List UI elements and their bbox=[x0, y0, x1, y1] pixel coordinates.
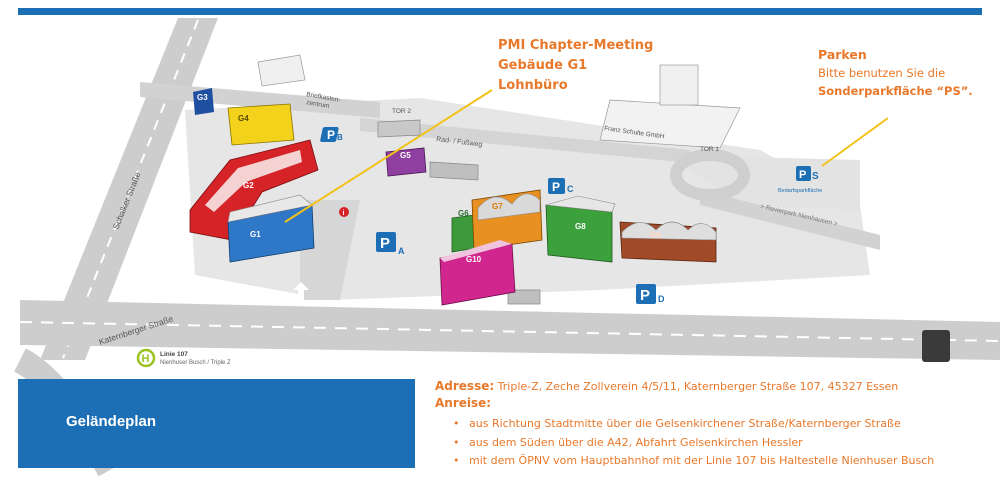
building-label-g7: G7 bbox=[492, 202, 503, 211]
list-item: •aus dem Süden über die A42, Abfahrt Gel… bbox=[453, 434, 934, 453]
parking-sign-d[interactable]: P D bbox=[636, 284, 665, 304]
building-label-g4: G4 bbox=[238, 114, 249, 123]
ground-area-east bbox=[670, 155, 860, 210]
address-text: Triple-Z, Zeche Zollverein 4/5/11, Kater… bbox=[497, 380, 899, 393]
building-label-g10: G10 bbox=[466, 255, 482, 264]
building-storage-b bbox=[377, 119, 421, 138]
building-g7-roof bbox=[477, 193, 541, 221]
building-g8 bbox=[545, 204, 613, 263]
tunnel bbox=[922, 330, 950, 362]
anreise-label: Anreise: bbox=[435, 396, 492, 410]
callout-parken-line1: Bitte benutzen Sie die bbox=[818, 66, 946, 80]
road-fussweg bbox=[360, 118, 690, 163]
building-label-g8: G8 bbox=[575, 222, 586, 231]
building-g5 bbox=[385, 147, 427, 177]
parking-letter: D bbox=[658, 294, 665, 304]
address-row: Adresse: Triple-Z, Zeche Zollverein 4/5/… bbox=[435, 378, 934, 395]
bullet-icon: • bbox=[453, 454, 460, 467]
road-loop bbox=[670, 149, 750, 201]
building-franz-schulte bbox=[599, 99, 741, 149]
road-inner bbox=[300, 200, 360, 300]
bus-stop-icon: H bbox=[142, 353, 150, 365]
road-katernberger-strasse bbox=[20, 300, 1000, 360]
building-briefkastenzentrum bbox=[257, 54, 306, 87]
road-revierpark bbox=[700, 190, 880, 250]
title-panel: Geländeplan bbox=[18, 379, 415, 468]
road-schalker-strasse bbox=[40, 18, 218, 360]
bus-line: Linie 107 bbox=[160, 351, 188, 358]
info-icon: i bbox=[343, 210, 345, 217]
bullet-icon: • bbox=[453, 417, 460, 430]
building-label-g9: G9 bbox=[650, 231, 661, 240]
building-storage-d bbox=[507, 289, 541, 305]
callout-pmi: PMI Chapter-Meeting Gebäude G1 Lohnbüro bbox=[498, 36, 653, 96]
building-g2-roof bbox=[205, 150, 302, 212]
callout-parken-title: Parken bbox=[818, 47, 867, 62]
parking-p: P bbox=[552, 180, 560, 194]
parking-sign-b[interactable]: P B bbox=[320, 127, 343, 142]
gate-label-tor1: TOR 1 bbox=[700, 146, 719, 153]
building-label-g6: G6 bbox=[458, 209, 469, 218]
parking-sign-c[interactable]: P C bbox=[548, 178, 574, 194]
label-bedarfsparkflaeche: Bedarfsparkfläche bbox=[778, 188, 822, 194]
callout-pmi-line1: PMI Chapter-Meeting bbox=[498, 38, 654, 53]
entry-arrow-icon bbox=[293, 282, 309, 300]
panel-title: Geländeplan bbox=[66, 413, 157, 430]
building-g6 bbox=[451, 214, 477, 253]
building-label-g5: G5 bbox=[400, 151, 411, 160]
parking-sign-a[interactable]: P A bbox=[376, 232, 405, 256]
callout-line-parken bbox=[821, 117, 889, 167]
building-label-g2: G2 bbox=[243, 181, 254, 190]
callout-parken-line2: Sonderparkfläche “PS”. bbox=[818, 84, 973, 98]
parking-p: P bbox=[327, 128, 335, 142]
building-storage bbox=[429, 161, 479, 181]
info-marker[interactable]: i bbox=[339, 207, 349, 217]
bus-stop-name: Nienhuser Busch / Triple Z bbox=[160, 360, 231, 366]
address-label: Adresse: bbox=[435, 379, 495, 393]
parking-p: P bbox=[380, 235, 390, 252]
parking-sign-s[interactable]: P S bbox=[796, 166, 819, 182]
callout-parken: Parken Bitte benutzen Sie die Sonderpark… bbox=[818, 46, 973, 100]
bullet-icon: • bbox=[453, 435, 460, 449]
route-list: •aus Richtung Stadtmitte über die Gelsen… bbox=[435, 415, 934, 471]
building-g4 bbox=[227, 103, 295, 146]
building-g10-roof bbox=[440, 240, 512, 262]
road-marking bbox=[62, 19, 199, 359]
building-g9-roof bbox=[621, 221, 717, 241]
callout-line-pmi bbox=[284, 89, 493, 223]
parking-letter: A bbox=[398, 246, 405, 256]
parking-letter: C bbox=[567, 184, 574, 194]
gate-label-tor2: TOR 2 bbox=[392, 108, 411, 115]
label-briefkasten-2: zentrum bbox=[306, 99, 330, 110]
building-label-g1: G1 bbox=[250, 230, 261, 239]
list-item: •mit dem ÖPNV vom Hauptbahnhof mit der L… bbox=[453, 452, 934, 471]
road-marking bbox=[19, 321, 1000, 342]
bus-stop[interactable]: H Linie 107 Nienhuser Busch / Triple Z bbox=[136, 348, 231, 368]
top-accent-bar bbox=[18, 8, 982, 15]
callout-pmi-line2: Gebäude G1 bbox=[498, 58, 588, 73]
building-label-g3: G3 bbox=[197, 93, 208, 102]
parking-letter: S bbox=[812, 171, 819, 182]
parking-p: P bbox=[640, 287, 650, 304]
list-item: •aus Richtung Stadtmitte über die Gelsen… bbox=[453, 415, 934, 434]
parking-p: P bbox=[799, 169, 806, 181]
directions-info: Adresse: Triple-Z, Zeche Zollverein 4/5/… bbox=[435, 378, 934, 471]
building-g3 bbox=[193, 88, 214, 115]
building-franz-schulte-tower bbox=[659, 64, 699, 106]
callout-pmi-line3: Lohnbüro bbox=[498, 78, 568, 93]
building-g8-roof bbox=[545, 195, 616, 213]
parking-letter: B bbox=[337, 133, 343, 142]
